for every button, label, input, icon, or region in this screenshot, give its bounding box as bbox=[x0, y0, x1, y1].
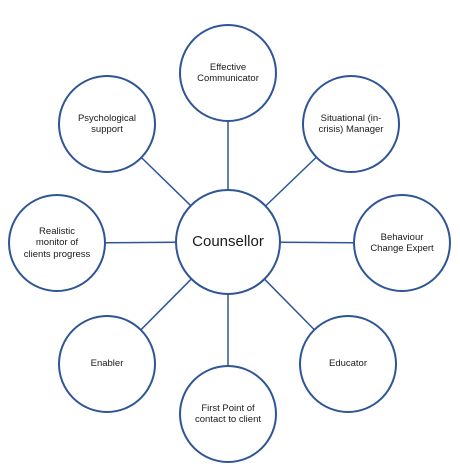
node-circle-realistic-monitor bbox=[8, 194, 106, 292]
node-label-realistic-monitor: Realistic monitor of clients progress bbox=[23, 225, 91, 260]
connectors bbox=[104, 121, 355, 366]
node-circles bbox=[8, 24, 451, 463]
center-node-label: Counsellor bbox=[192, 233, 264, 250]
node-label-behaviour-change-expert: Behaviour Change Expert bbox=[370, 231, 434, 254]
connector-enabler bbox=[140, 278, 192, 331]
node-circle-educator bbox=[299, 315, 397, 413]
node-circle-enabler bbox=[58, 315, 156, 413]
node-label-educator: Educator bbox=[328, 358, 368, 370]
node-label-enabler: Enabler bbox=[90, 358, 124, 370]
node-label-situational-manager: Situational (in- crisis) Manager bbox=[318, 112, 384, 135]
connector-situational-manager bbox=[265, 156, 317, 207]
node-circle-first-point-of-contact bbox=[179, 365, 277, 463]
node-circle-situational-manager bbox=[302, 75, 400, 173]
node-circle-psychological-support bbox=[58, 75, 156, 173]
node-label-psychological-support: Psychological support bbox=[77, 112, 137, 135]
node-circle-behaviour-change-expert bbox=[353, 194, 451, 292]
connector-educator bbox=[263, 278, 315, 331]
node-label-first-point-of-contact: First Point of contact to client bbox=[194, 402, 261, 425]
center-node-circle bbox=[175, 189, 281, 295]
node-circle-effective-communicator bbox=[179, 24, 277, 122]
node-label-effective-communicator: Effective Communicator bbox=[197, 61, 259, 84]
connector-psychological-support bbox=[140, 156, 192, 207]
